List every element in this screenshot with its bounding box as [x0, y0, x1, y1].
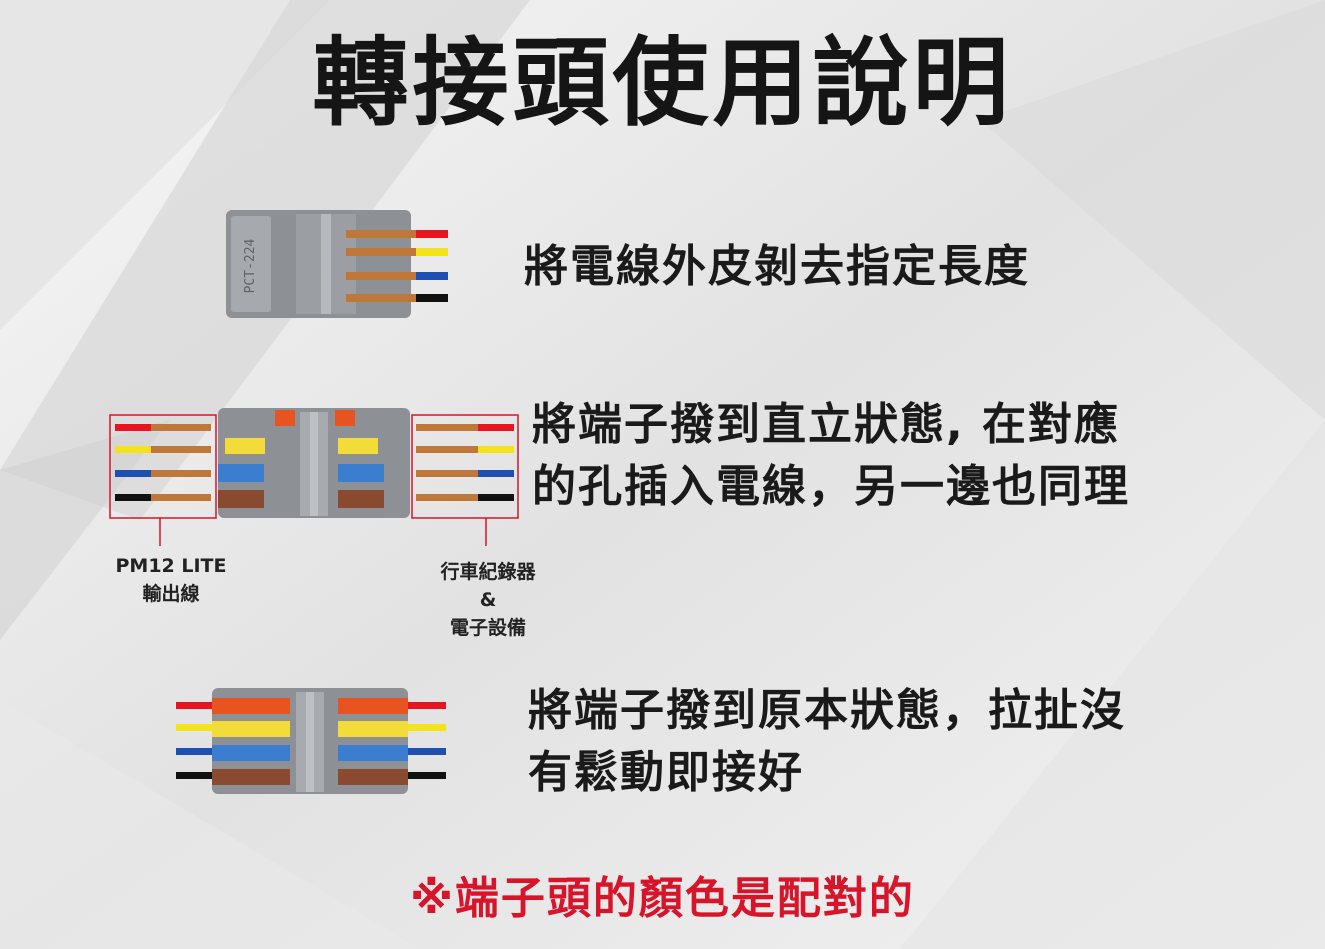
step-2-text: 將端子撥到直立狀態, 在對應 的孔插入電線，另一邊也同理: [532, 394, 1130, 518]
connector-levers-up: [109, 408, 519, 546]
step-1-line: 將電線外皮剝去指定長度: [524, 241, 1030, 292]
right-label-line-3: 電子設備: [449, 617, 526, 639]
step-1-text: 將電線外皮剝去指定長度: [524, 236, 1030, 298]
footer-note: ※端子頭的顏色是配對的: [410, 873, 915, 924]
right-label-line-2: &: [479, 589, 497, 611]
left-wire-frame: [109, 414, 217, 519]
step-3-text: 將端子撥到原本狀態，拉扯沒 有鬆動即接好: [528, 680, 1126, 804]
stripped-wire-yellow: [346, 248, 448, 256]
step-2-line-1: 將端子撥到直立狀態, 在對應: [532, 399, 1121, 450]
step-2-line-2: 的孔插入電線，另一邊也同理: [532, 461, 1130, 512]
connector-stripped-wires: PCT-224: [226, 210, 448, 318]
right-label: 行車紀錄器 & 電子設備: [408, 558, 568, 642]
left-label-line-1: PM12 LITE: [115, 555, 227, 577]
right-wire-frame: [411, 414, 519, 519]
left-label-line-2: 輸出線: [142, 583, 200, 605]
stripped-wire-blue: [346, 272, 448, 280]
left-label: PM12 LITE 輸出線: [96, 552, 246, 608]
page-title: 轉接頭使用說明: [312, 27, 1013, 139]
stripped-wire-red: [346, 230, 448, 238]
step-3-line-1: 將端子撥到原本狀態，拉扯沒: [528, 685, 1126, 736]
step-3-line-2: 有鬆動即接好: [528, 747, 804, 798]
right-label-line-1: 行車紀錄器: [440, 561, 536, 583]
connector-marking: PCT-224: [243, 238, 258, 293]
connector-levers-closed: [176, 688, 446, 794]
stripped-wire-black: [346, 294, 448, 302]
